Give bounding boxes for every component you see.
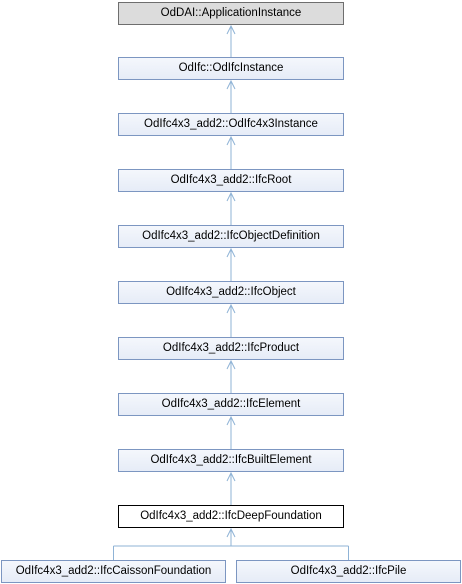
node-odifc4x3-instance[interactable]: OdIfc4x3_add2::OdIfc4x3Instance [118,113,344,136]
inheritance-arrowhead [226,135,236,146]
inheritance-arrowhead [226,24,236,35]
inheritance-arrowhead [226,303,236,314]
node-ifc-caisson-foundation[interactable]: OdIfc4x3_add2::IfcCaissonFoundation [1,560,226,583]
node-ifc-pile[interactable]: OdIfc4x3_add2::IfcPile [236,560,461,583]
inheritance-arrowhead [226,191,236,202]
node-ifc-deep-foundation[interactable]: OdIfc4x3_add2::IfcDeepFoundation [118,505,344,528]
node-application-instance[interactable]: OdDAI::ApplicationInstance [118,2,344,25]
node-ifc-object-definition[interactable]: OdIfc4x3_add2::IfcObjectDefinition [118,225,344,248]
inheritance-arrowhead [226,247,236,258]
node-ifc-object[interactable]: OdIfc4x3_add2::IfcObject [118,281,344,304]
node-ifc-root[interactable]: OdIfc4x3_add2::IfcRoot [118,169,344,192]
inheritance-arrowhead [226,527,236,538]
node-ifc-product[interactable]: OdIfc4x3_add2::IfcProduct [118,337,344,360]
node-ifc-built-element[interactable]: OdIfc4x3_add2::IfcBuiltElement [118,449,344,472]
inheritance-arrowhead [226,471,236,482]
inheritance-arrowhead [226,359,236,370]
node-odifc-instance[interactable]: OdIfc::OdIfcInstance [118,57,344,80]
inheritance-edge [113,529,349,560]
inheritance-arrowhead [226,415,236,426]
inheritance-arrowhead [226,79,236,90]
node-ifc-element[interactable]: OdIfc4x3_add2::IfcElement [118,393,344,416]
